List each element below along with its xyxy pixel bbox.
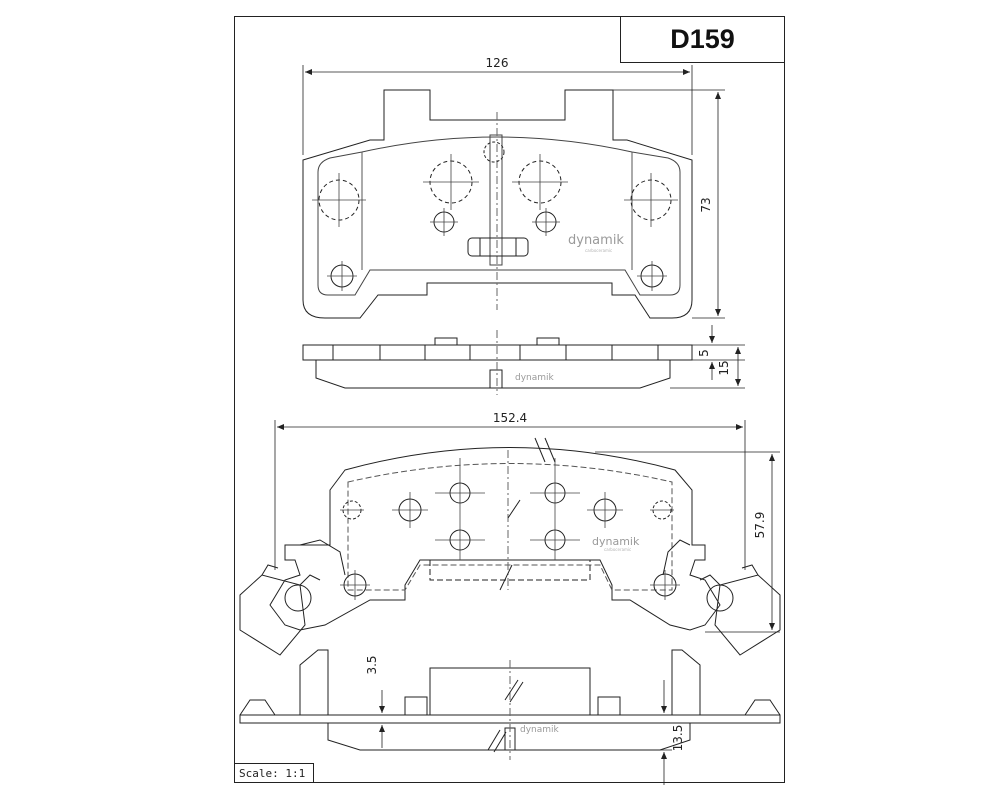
drawing-frame: [234, 16, 785, 783]
brand-logo: dynamik: [592, 535, 640, 548]
dim-width-a: 126: [486, 56, 509, 70]
dim-thickness-total: 15: [717, 360, 731, 375]
dim-thickness-backing: 5: [697, 349, 711, 357]
dimension-lines: [274, 65, 780, 785]
brand-tagline: carboceramic: [585, 248, 612, 253]
pad-side-view: [302, 330, 693, 395]
pad-2-top-view: [239, 437, 781, 656]
brand-logo: dynamik: [515, 373, 555, 383]
dim-height-a: 73: [699, 197, 713, 212]
dim-height-b: 57.9: [753, 512, 767, 539]
scale-box: Scale: 1:1: [234, 763, 314, 783]
part-number: D159: [670, 24, 735, 54]
brand-logo: dynamik: [568, 233, 624, 248]
brand-logo: dynamik: [520, 725, 560, 735]
pad-2-side-view: [239, 649, 781, 760]
part-number-box: D159: [620, 16, 785, 63]
pad-top-view: [302, 89, 693, 319]
dim-thickness-c: 13.5: [671, 725, 685, 752]
brand-tagline: carboceramic: [604, 547, 631, 552]
dim-width-b: 152.4: [493, 411, 527, 425]
dim-offset-c: 3.5: [365, 655, 379, 674]
scale-label: Scale: 1:1: [239, 766, 306, 780]
